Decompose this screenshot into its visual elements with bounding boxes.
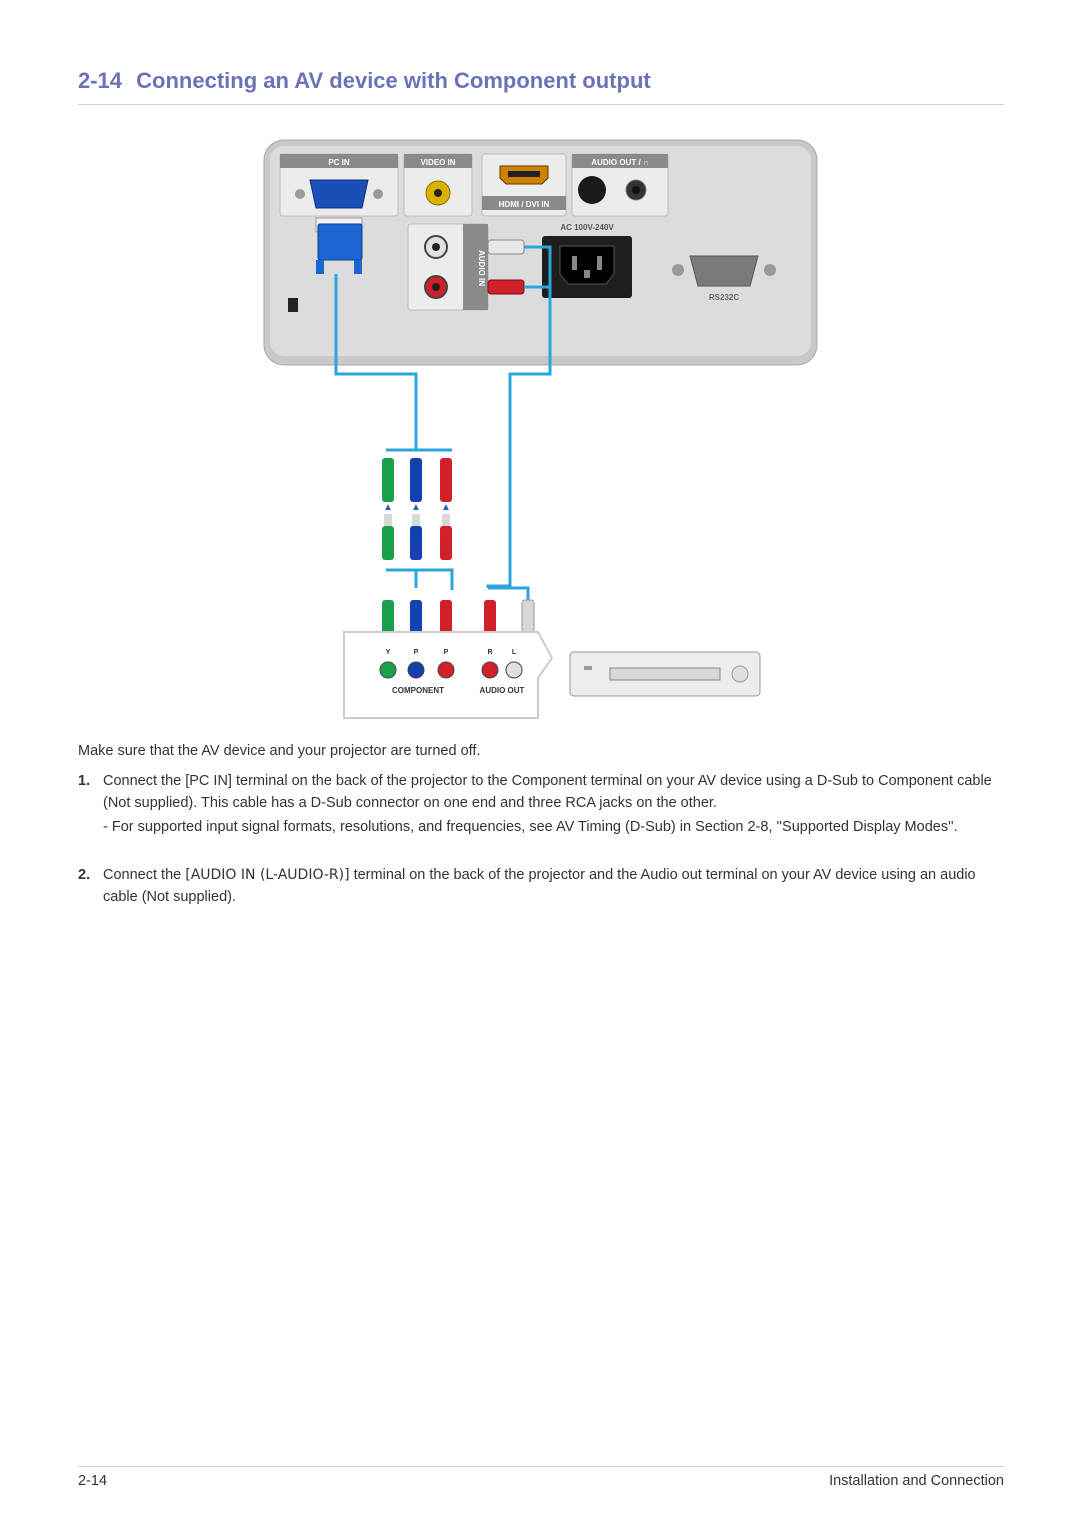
av-device [569,651,761,697]
audio-out-round-port [578,176,606,204]
step-number: 2. [78,867,91,883]
screw-icon [373,189,383,199]
jack-r-label: R [487,649,492,656]
component-label: COMPONENT [392,686,444,695]
pc-in-label: PC IN [328,158,350,167]
svg-text:▲: ▲ [411,502,421,513]
section-number: 2-14 [78,68,123,93]
cables [334,245,552,600]
svg-text:▲: ▲ [383,502,393,513]
audio-plug-white [487,239,525,255]
screw-icon [295,189,305,199]
jack-pb-label: P [414,649,419,656]
jack-l-label: L [512,649,517,656]
step-text-post: terminal on the back of the projector an… [103,867,976,905]
step-1: 1. Connect the [PC IN] terminal on the b… [78,770,1004,838]
screw-icon [764,264,776,276]
screw-icon [672,264,684,276]
footer-section-title: Installation and Connection [829,1473,1004,1489]
vga-port [309,179,369,209]
rs232c-port [689,255,759,287]
power-label: AC 100V-240V [560,223,614,232]
step-number: 1. [78,773,91,789]
intro-text: Make sure that the AV device and your pr… [78,743,481,759]
page-number: 2-14 [78,1473,108,1489]
audio-out-label: AUDIO OUT / ∩ [591,158,648,167]
audio-plug-red [487,279,525,295]
jack-pr-label: P [444,649,449,656]
jack-y-label: Y [386,649,391,656]
connection-diagram: PC IN VIDEO IN HDMI / DVI IN AUDIO OUT /… [260,138,822,728]
rs232c-label: RS232C [709,293,739,302]
terminal-name: [AUDIO IN (L-AUDIO-R)] [185,867,350,883]
kensington-lock-icon [288,298,298,312]
component-rca-plugs-bottom [382,599,535,641]
audio-in-label: AUDIO IN [477,250,486,286]
page-title: 2-14 Connecting an AV device with Compon… [78,68,1004,105]
page-footer: 2-14 Installation and Connection [78,1466,1004,1489]
video-in-label: VIDEO IN [420,158,455,167]
component-rca-plugs-middle [382,514,452,560]
connection-diagram-svg: PC IN VIDEO IN HDMI / DVI IN AUDIO OUT /… [263,139,818,719]
svg-text:▲: ▲ [441,502,451,513]
step-2: 2. Connect the [AUDIO IN (L-AUDIO-R)] te… [78,864,1004,908]
hdmi-label: HDMI / DVI IN [499,200,550,209]
step-text: Connect the [PC IN] terminal on the back… [103,773,992,811]
step-text: Connect the [AUDIO IN (L-AUDIO-R)] termi… [103,864,1004,908]
step-note: - For supported input signal formats, re… [103,819,958,835]
section-title: Connecting an AV device with Component o… [136,68,651,93]
projector-back-panel: PC IN VIDEO IN HDMI / DVI IN AUDIO OUT /… [263,139,818,366]
av-device-jack-panel: Y P P R L COMPONENT AUDIO OUT [343,631,554,719]
vga-plug [317,223,363,261]
step-text-pre: Connect the [103,867,186,883]
component-rca-plugs-top: ▲ ▲ ▲ [382,458,452,513]
av-audio-out-label: AUDIO OUT [480,686,525,695]
